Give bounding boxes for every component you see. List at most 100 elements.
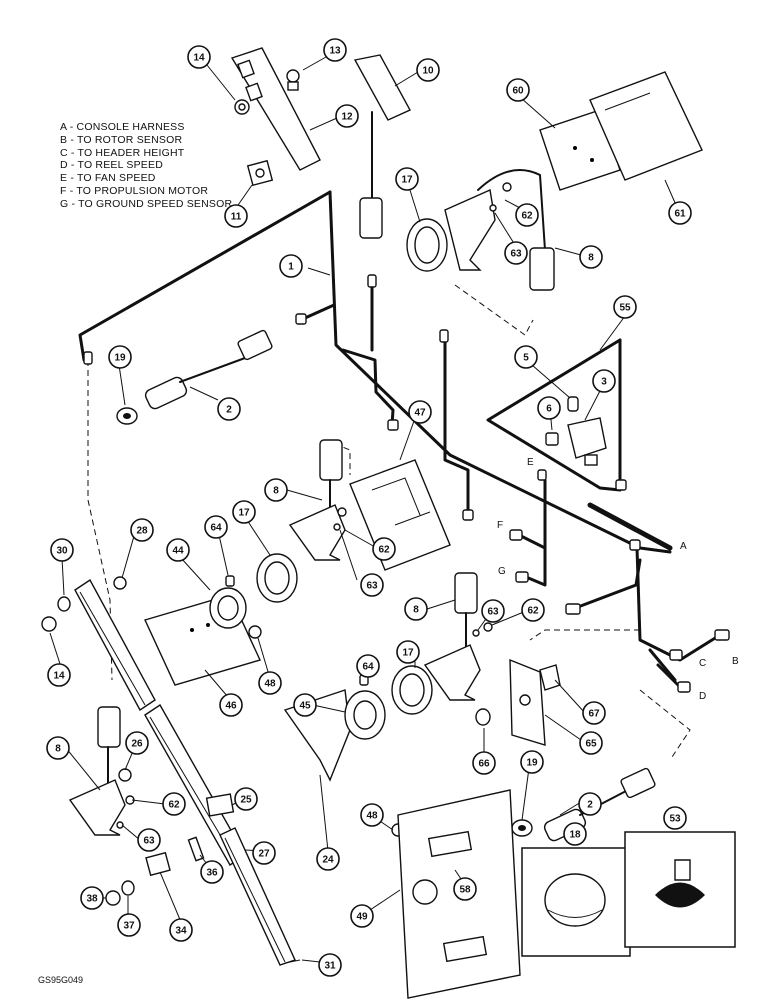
callout-label: 34	[175, 926, 187, 937]
callout-27: 27	[252, 841, 276, 865]
callout-label: 25	[240, 795, 252, 806]
main-harness	[78, 190, 722, 692]
callout-62: 62	[515, 203, 539, 227]
callout-label: 19	[526, 758, 538, 769]
callout-36: 36	[200, 860, 224, 884]
callout-26: 26	[125, 731, 149, 755]
callout-circle	[360, 573, 384, 597]
connector-letter-f: F	[497, 520, 503, 531]
callout-circle	[162, 792, 186, 816]
grommet-19-bottom	[511, 819, 533, 837]
callout-circle	[453, 877, 477, 901]
callout-circle	[563, 822, 587, 846]
sensor-10	[353, 54, 411, 239]
callout-3: 3	[592, 369, 616, 393]
callout-58: 58	[453, 877, 477, 901]
callout-5: 5	[514, 345, 538, 369]
callout-circle	[224, 204, 248, 228]
callout-circle	[396, 640, 420, 664]
callout-37: 37	[117, 913, 141, 937]
callout-18: 18	[563, 822, 587, 846]
callout-circle	[395, 167, 419, 191]
callout-label: 8	[273, 486, 279, 497]
callout-label: 17	[238, 508, 250, 519]
callout-label: 38	[86, 894, 98, 905]
magnet-45	[344, 690, 386, 740]
callout-14: 14	[47, 663, 71, 687]
callout-13: 13	[323, 38, 347, 62]
callout-circle	[258, 671, 282, 695]
callout-circle	[335, 104, 359, 128]
callout-44: 44	[166, 538, 190, 562]
callout-circle	[47, 663, 71, 687]
callout-31: 31	[318, 953, 342, 977]
pin-31	[284, 959, 301, 964]
callout-circle	[264, 478, 288, 502]
callout-2: 2	[578, 792, 602, 816]
callout-label: 62	[378, 545, 390, 556]
callout-circle	[579, 731, 603, 755]
bracket-bar-28	[74, 578, 156, 712]
callout-label: 58	[459, 885, 471, 896]
callout-label: 63	[143, 836, 155, 847]
callout-label: 48	[264, 679, 276, 690]
callout-label: 28	[136, 526, 148, 537]
callout-circle	[80, 886, 104, 910]
callout-label: 60	[512, 86, 524, 97]
connector-letter-c: C	[699, 658, 706, 669]
callout-63: 63	[360, 573, 384, 597]
callout-label: 62	[168, 800, 180, 811]
callout-60: 60	[506, 78, 530, 102]
callout-circle	[279, 254, 303, 278]
callout-10: 10	[416, 58, 440, 82]
speed-pickup-2-bottom	[543, 767, 656, 842]
callout-label: 53	[669, 814, 681, 825]
washer-63-right	[472, 629, 480, 637]
detail-box-53	[624, 831, 736, 948]
callout-63: 63	[481, 599, 505, 623]
callout-circle	[582, 701, 606, 725]
callout-circle	[404, 597, 428, 621]
callout-17: 17	[395, 167, 419, 191]
nut-14-left	[41, 616, 57, 632]
callout-label: 63	[487, 607, 499, 618]
nut-14-top	[234, 99, 250, 115]
callout-label: 26	[131, 739, 143, 750]
callout-55: 55	[613, 295, 637, 319]
callout-label: 30	[56, 546, 68, 557]
callout-circle	[50, 538, 74, 562]
callout-circle	[372, 537, 396, 561]
callout-label: 63	[510, 249, 522, 260]
callout-46: 46	[219, 693, 243, 717]
callout-17: 17	[396, 640, 420, 664]
legend-item-a: A - CONSOLE HARNESS	[60, 121, 185, 133]
callout-label: 45	[299, 701, 311, 712]
callout-circle	[668, 201, 692, 225]
callout-34: 34	[169, 918, 193, 942]
plate-11	[246, 159, 274, 187]
callout-label: 11	[231, 212, 242, 223]
callout-circle	[293, 693, 317, 717]
speed-pickup-2-top	[144, 329, 273, 410]
legend-item-e: E - TO FAN SPEED	[60, 172, 156, 185]
legend-item-c: C - TO HEADER HEIGHT	[60, 146, 185, 159]
callout-label: 14	[53, 671, 65, 682]
callout-38: 38	[80, 886, 104, 910]
callout-label: 2	[226, 405, 232, 416]
callout-circle	[514, 345, 538, 369]
callout-label: 46	[225, 701, 237, 712]
callout-label: 1	[288, 262, 294, 273]
callout-label: 49	[356, 912, 368, 923]
callout-circle	[579, 245, 603, 269]
callout-circle	[316, 847, 340, 871]
washer-37	[121, 880, 135, 896]
callout-circle	[506, 78, 530, 102]
callout-19: 19	[520, 750, 544, 774]
callout-8: 8	[264, 478, 288, 502]
callout-circle	[204, 515, 228, 539]
connector-letter-a: A	[680, 541, 687, 552]
callout-leaders	[49, 56, 677, 963]
callout-circle	[472, 751, 496, 775]
callout-circle	[169, 918, 193, 942]
